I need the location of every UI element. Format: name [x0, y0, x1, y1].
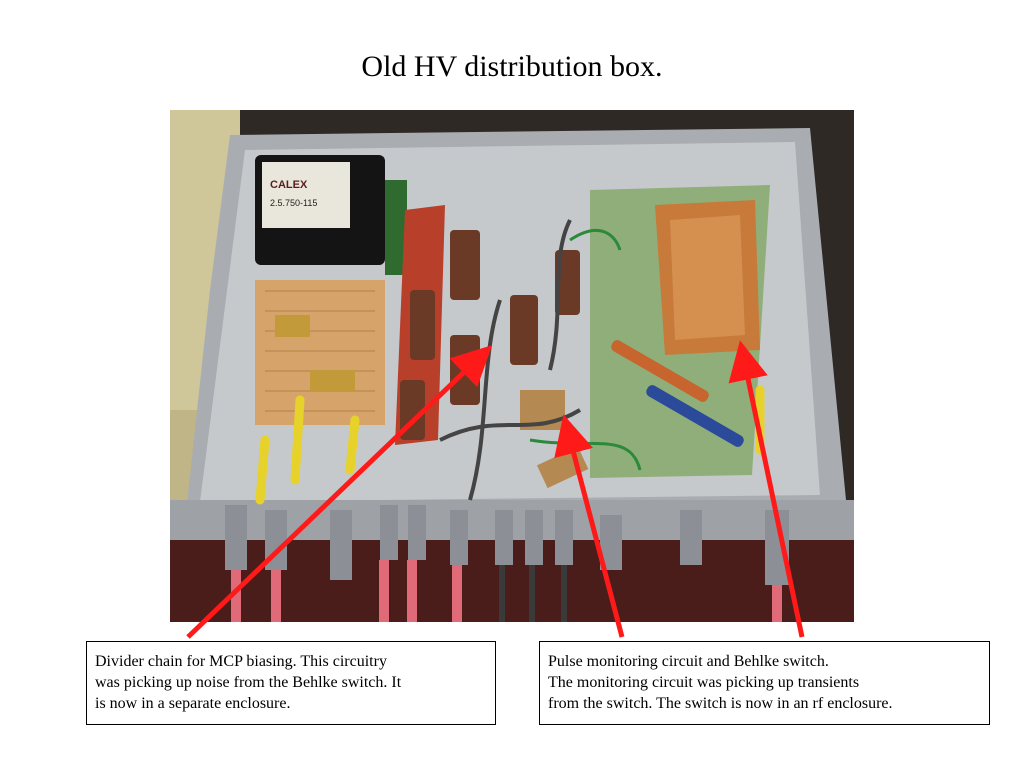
blue-hv-resistor [646, 385, 744, 447]
perfboard-left [255, 280, 385, 425]
caption-divider-chain: Divider chain for MCP biasing. This circ… [86, 641, 496, 725]
gold-resistor-2 [310, 370, 355, 392]
slide-title: Old HV distribution box. [361, 50, 663, 83]
copper-foil-highlight [670, 215, 745, 340]
behlke-switch-rod [611, 340, 709, 402]
hv-box-photo: CALEX 2.5.750-115 [170, 110, 854, 622]
caption-pulse-monitor: Pulse monitoring circuit and Behlke swit… [539, 641, 990, 725]
gold-resistor-1 [275, 315, 310, 337]
power-supply-block: CALEX 2.5.750-115 [255, 155, 407, 275]
hv-box-illustration: CALEX 2.5.750-115 [170, 110, 854, 622]
power-supply-brand: CALEX [270, 179, 308, 191]
power-supply-model: 2.5.750-115 [270, 198, 317, 208]
